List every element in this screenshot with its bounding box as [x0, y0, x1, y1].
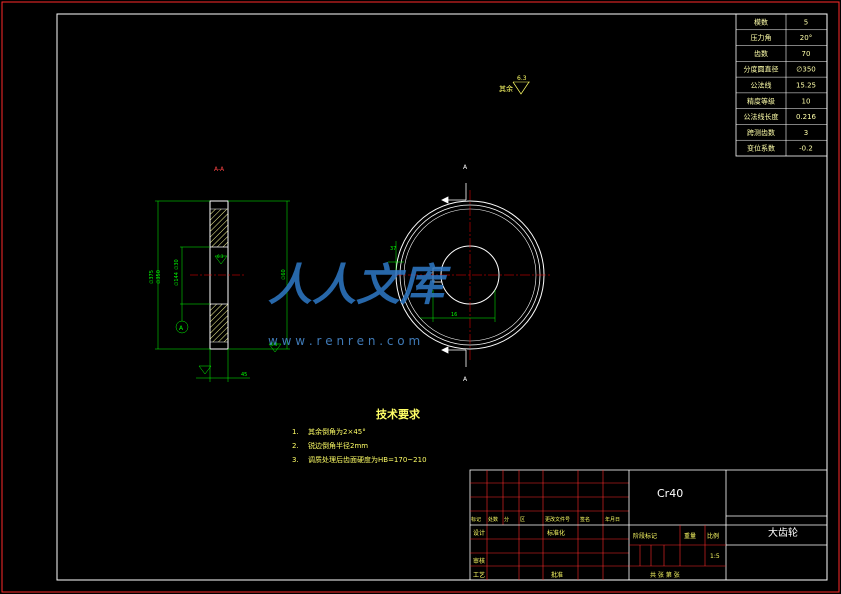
tech-req-item-2: 锐边倒角半径2mm	[308, 441, 368, 450]
standardize-label: 标准化	[547, 529, 565, 537]
watermark-url: w w w . r e n r e n . c o m	[268, 334, 420, 348]
param-label: 公法线	[751, 81, 772, 90]
param-label: 跨测齿数	[747, 128, 775, 137]
revision-column-label: 处数	[488, 516, 498, 523]
svg-text:3.: 3.	[292, 456, 299, 464]
hatch-upper	[209, 208, 229, 248]
part-name: 大齿轮	[768, 526, 798, 539]
param-label: 压力角	[751, 33, 772, 42]
tech-req-item-3: 调质处理后齿面硬度为HB=170~210	[308, 455, 427, 464]
param-label: 公法线长度	[744, 112, 779, 121]
arrow-top-icon	[441, 196, 449, 204]
drawing-border	[56, 13, 828, 581]
finish-upper: 6.3	[217, 254, 224, 259]
dim-hub-diameter: ∅30	[174, 259, 180, 270]
title-block: Cr40 大齿轮 标记处数分 区 更改文件号 签名 年月日 设计 标准化 审核 工艺 批…	[469, 469, 828, 581]
dim-root-diameter: ∅350	[156, 270, 162, 284]
param-label: 精度等级	[747, 96, 775, 105]
section-arrow-top: A	[463, 164, 468, 171]
approve-label: 批准	[551, 571, 563, 579]
param-value: 3	[804, 129, 808, 137]
param-label: 齿数	[754, 49, 768, 58]
stage-header: 阶段标记	[633, 532, 657, 540]
dim-keyway-width: 16	[451, 312, 457, 318]
roughness-symbol-icon	[512, 81, 530, 95]
param-value: 10	[802, 97, 811, 105]
scale-header: 比例	[707, 532, 719, 540]
section-view: ∅375 ∅350 ∅144 ∅30 ∅60 45 A 6.3 6.3	[149, 200, 290, 382]
roughness-value: 6.3	[517, 75, 527, 82]
watermark-text: 人人文库	[268, 260, 451, 311]
revision-column-label: 年月日	[605, 516, 620, 523]
param-value: 15.25	[796, 82, 816, 90]
dim-face-width: 45	[241, 372, 247, 378]
hatch-lower	[209, 303, 229, 343]
scale-value: 1:5	[710, 553, 720, 560]
tech-req-title: 技术要求	[376, 407, 421, 421]
dim-outer-diameter: ∅375	[149, 270, 155, 284]
section-arrow-bottom: A	[463, 376, 468, 383]
param-value: 5	[804, 18, 808, 26]
revision-column-label: 更改文件号	[545, 516, 570, 523]
svg-text:2.: 2.	[292, 442, 299, 450]
param-value: ∅350	[796, 66, 815, 74]
gear-parameter-table: 模数 5 压力角 20° 齿数 70 分度圆直径 ∅350 公法线 15.25 精度等级 10 公法线长…	[735, 13, 828, 157]
revision-column-label: 分	[504, 516, 509, 523]
dim-keyway-depth: 37	[390, 246, 396, 252]
revision-column-label: 签名	[580, 516, 590, 523]
finish-lower: 6.3	[271, 342, 278, 347]
param-value: -0.2	[799, 145, 813, 153]
sheet-count: 共 张 第 张	[650, 571, 680, 579]
param-label: 模数	[754, 17, 768, 26]
dim-bore-diameter: ∅60	[281, 269, 287, 280]
dim-hole-diameter: ∅144	[174, 272, 180, 286]
arrow-bottom-icon	[441, 346, 449, 354]
param-value: 0.216	[796, 113, 817, 121]
technical-requirements: 技术要求 1. 其余倒角为2×45° 2. 锐边倒角半径2mm 3. 调质处理后…	[292, 407, 427, 464]
watermark: 人人文库 w w w . r e n r e n . c o m	[268, 260, 451, 348]
design-label: 设计	[473, 529, 485, 537]
svg-text:1.: 1.	[292, 428, 299, 436]
revision-column-label: 区	[520, 517, 525, 523]
front-view: A A 37 16	[388, 164, 550, 383]
side-dimensions	[155, 200, 290, 382]
param-label: 分度圆直径	[744, 65, 779, 74]
datum-label: A	[179, 325, 184, 332]
process-label: 工艺	[473, 571, 485, 579]
roughness-label: 其余	[499, 84, 513, 93]
section-label: A-A	[214, 166, 225, 173]
param-label: 变位系数	[747, 144, 775, 153]
material-label: Cr40	[657, 487, 683, 500]
roughness-note: 其余 6.3	[499, 75, 530, 95]
weight-header: 重量	[684, 532, 696, 540]
param-value: 20°	[800, 34, 812, 42]
param-value: 70	[802, 50, 811, 58]
tech-req-item-1: 其余倒角为2×45°	[308, 427, 366, 436]
check-label: 审核	[473, 557, 485, 565]
revision-column-label: 标记	[471, 516, 481, 523]
